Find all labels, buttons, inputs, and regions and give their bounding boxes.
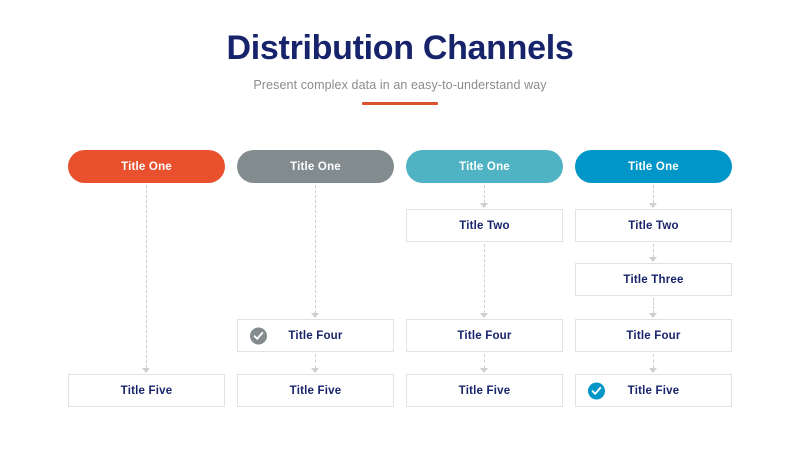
dashed-connector [484,354,486,368]
cell-c4-r1[interactable]: Title Two [575,209,732,242]
dashed-connector [484,185,486,203]
cell-label: Title Four [288,329,343,342]
cell-label: Title Two [459,219,510,232]
cell-label: Title Two [628,219,679,232]
dashed-connector [315,354,317,368]
cell-c1-r4[interactable]: Title Five [68,374,225,407]
connector-arrow-icon [649,368,657,373]
cell-c3-r3[interactable]: Title Four [406,319,563,352]
cell-c4-r4[interactable]: Title Five [575,374,732,407]
page-title: Distribution Channels [226,29,574,67]
slide-header: Distribution Channels Present complex da… [0,0,800,106]
cell-c4-r3[interactable]: Title Four [575,319,732,352]
cell-c4-r2[interactable]: Title Three [575,263,732,296]
column-header-label: Title One [628,160,679,173]
column-header-label: Title One [121,160,172,173]
column-header-label: Title One [459,160,510,173]
dashed-connector [315,185,317,313]
cell-label: Title Four [457,329,512,342]
cell-c3-r4[interactable]: Title Five [406,374,563,407]
column-header-pill-1[interactable]: Title One [68,150,225,183]
column-header-pill-4[interactable]: Title One [575,150,732,183]
connector-arrow-icon [649,313,657,318]
cell-label: Title Five [289,384,342,397]
cell-label: Title Three [623,273,684,286]
check-circle-icon [250,327,267,344]
connector-arrow-icon [649,257,657,262]
cell-c2-r4[interactable]: Title Five [237,374,394,407]
accent-underline [362,102,438,106]
cell-c3-r1[interactable]: Title Two [406,209,563,242]
column-header-pill-2[interactable]: Title One [237,150,394,183]
connector-arrow-icon [480,313,488,318]
connector-arrow-icon [649,203,657,208]
cell-label: Title Five [458,384,511,397]
dashed-connector [653,185,655,203]
dashed-connector [653,244,655,257]
column-header-pill-3[interactable]: Title One [406,150,563,183]
cell-c2-r3[interactable]: Title Four [237,319,394,352]
page-subtitle: Present complex data in an easy-to-under… [253,78,547,93]
dashed-connector [484,244,486,313]
dashed-connector [146,185,148,368]
connector-arrow-icon [480,203,488,208]
connector-arrow-icon [311,313,319,318]
cell-label: Title Four [626,329,681,342]
connector-arrow-icon [480,368,488,373]
cell-label: Title Five [627,384,680,397]
cell-label: Title Five [120,384,173,397]
connector-arrow-icon [311,368,319,373]
dashed-connector [653,298,655,313]
connector-arrow-icon [142,368,150,373]
check-circle-icon [588,382,605,399]
column-header-label: Title One [290,160,341,173]
dashed-connector [653,354,655,368]
